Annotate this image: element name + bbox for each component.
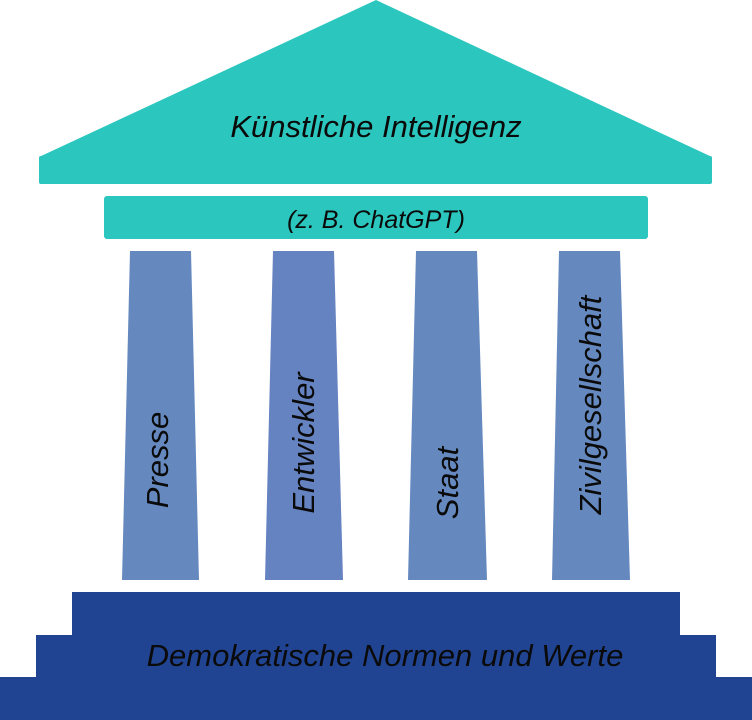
architrave-bar [104,196,648,239]
roof: Künstliche Intelligenz [39,0,712,184]
foundation-label: Demokratische Normen und Werte [147,638,624,673]
pillar-label-presse: Presse [140,412,175,508]
foundation: Demokratische Normen und Werte [0,592,752,720]
pillar-label-entwickler: Entwickler [286,371,321,514]
pillar-label-staat: Staat [430,445,465,519]
pillars: Presse Entwickler Staat Zivilgesellschaf… [122,251,630,580]
pillar-entwickler [265,251,343,580]
foundation-step-top [72,592,680,637]
pillar-zivilgesellschaft [552,251,630,580]
roof-triangle [39,0,712,157]
pillar-label-zivilgesellschaft: Zivilgesellschaft [573,294,608,515]
roof-title: Künstliche Intelligenz [230,109,522,144]
foundation-step-middle [36,635,716,679]
foundation-step-bottom [0,677,752,720]
pillar-staat [408,251,487,580]
pillar-presse [122,251,199,580]
architrave-label: (z. B. ChatGPT) [287,206,465,234]
architrave: (z. B. ChatGPT) [104,196,648,239]
roof-base [39,156,712,184]
